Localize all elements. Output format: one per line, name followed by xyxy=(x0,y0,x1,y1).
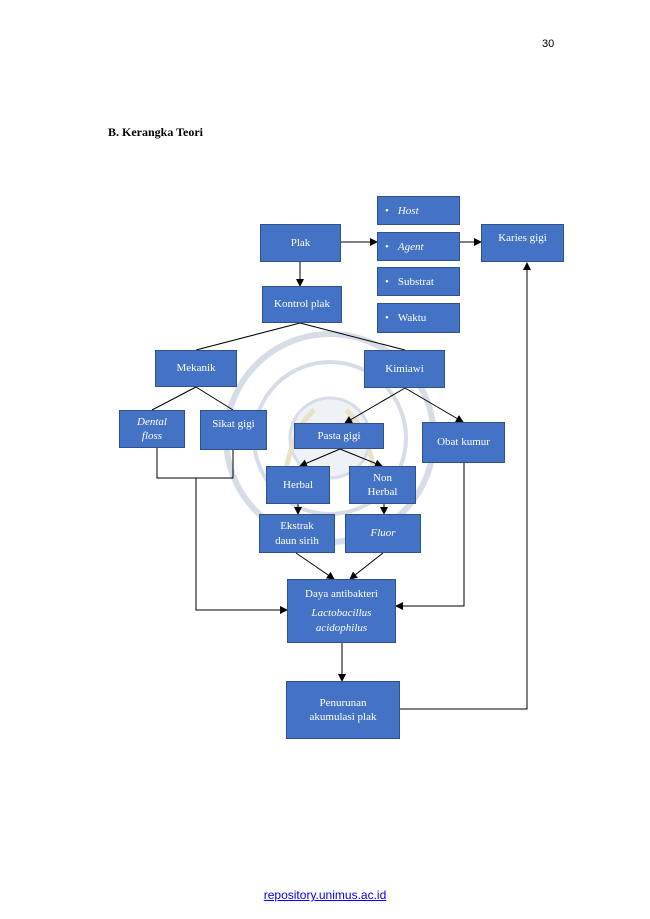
node-sikat-gigi-label: Sikat gigi xyxy=(212,418,255,430)
node-obat-kumur-label: Obat kumur xyxy=(437,436,490,449)
factor-host: • Host xyxy=(377,196,460,225)
node-herbal: Herbal xyxy=(266,466,330,504)
factor-agent-label: Agent xyxy=(397,240,424,253)
node-herbal-label: Herbal xyxy=(283,478,313,491)
node-kontrol-plak-label: Kontrol plak xyxy=(274,298,330,311)
node-ekstrak-label-2: daun sirih xyxy=(275,534,319,547)
node-ekstrak-daun-sirih: Ekstrak daun sirih xyxy=(259,514,335,553)
factor-waktu-label: Waktu xyxy=(397,312,427,324)
node-dental-floss: Dental floss xyxy=(119,410,185,448)
node-plak-label: Plak xyxy=(290,236,311,249)
bullet-icon: • xyxy=(385,275,389,288)
factor-host-label: Host xyxy=(397,204,419,217)
node-mekanik-label: Mekanik xyxy=(176,362,216,375)
node-pasta-gigi-label: Pasta gigi xyxy=(317,429,361,442)
node-penurunan-label-1: Penurunan xyxy=(319,696,367,709)
node-plak: Plak xyxy=(260,224,341,262)
node-obat-kumur: Obat kumur xyxy=(422,422,505,463)
footer-link[interactable]: repository.unimus.ac.id xyxy=(263,888,387,902)
node-penurunan-akumulasi-plak: Penurunan akumulasi plak xyxy=(286,681,400,739)
node-fluor: Fluor xyxy=(345,514,421,553)
footer: repository.unimus.ac.id xyxy=(0,888,650,902)
node-karies-gigi-label: Karies gigi xyxy=(498,232,547,244)
node-sikat-gigi: Sikat gigi xyxy=(200,410,267,450)
section-heading: B. Kerangka Teori xyxy=(108,125,204,139)
node-dental-floss-label-2: floss xyxy=(141,430,163,442)
node-kimiawi-label: Kimiawi xyxy=(385,362,424,375)
node-daya-label-3: acidophilus xyxy=(315,621,368,634)
node-ekstrak-label-1: Ekstrak xyxy=(280,520,314,533)
node-fluor-label: Fluor xyxy=(370,527,396,540)
factor-waktu: • Waktu xyxy=(377,303,460,333)
node-karies-gigi: Karies gigi xyxy=(481,224,564,262)
node-kontrol-plak: Kontrol plak xyxy=(262,286,342,323)
bullet-icon: • xyxy=(385,240,389,253)
node-penurunan-label-2: akumulasi plak xyxy=(309,711,377,723)
node-non-herbal-label-2: Herbal xyxy=(367,486,398,498)
factor-substrat-label: Substrat xyxy=(397,275,434,288)
node-daya-label-1: Daya antibakteri xyxy=(305,588,378,601)
factor-agent: • Agent xyxy=(377,232,460,261)
bullet-icon: • xyxy=(385,312,389,324)
node-dental-floss-label-1: Dental xyxy=(137,415,167,428)
page-number: 30 xyxy=(542,38,555,50)
node-mekanik: Mekanik xyxy=(155,350,237,387)
node-daya-label-2: Lactobacillus xyxy=(311,607,372,620)
node-kimiawi: Kimiawi xyxy=(364,350,445,388)
node-non-herbal: Non Herbal xyxy=(349,466,416,504)
bullet-icon: • xyxy=(385,204,389,217)
factor-substrat: • Substrat xyxy=(377,267,460,296)
node-pasta-gigi: Pasta gigi xyxy=(294,423,384,449)
node-non-herbal-label-1: Non xyxy=(373,471,392,484)
node-daya-antibakteri: Daya antibakteri Lactobacillus acidophil… xyxy=(287,579,396,643)
